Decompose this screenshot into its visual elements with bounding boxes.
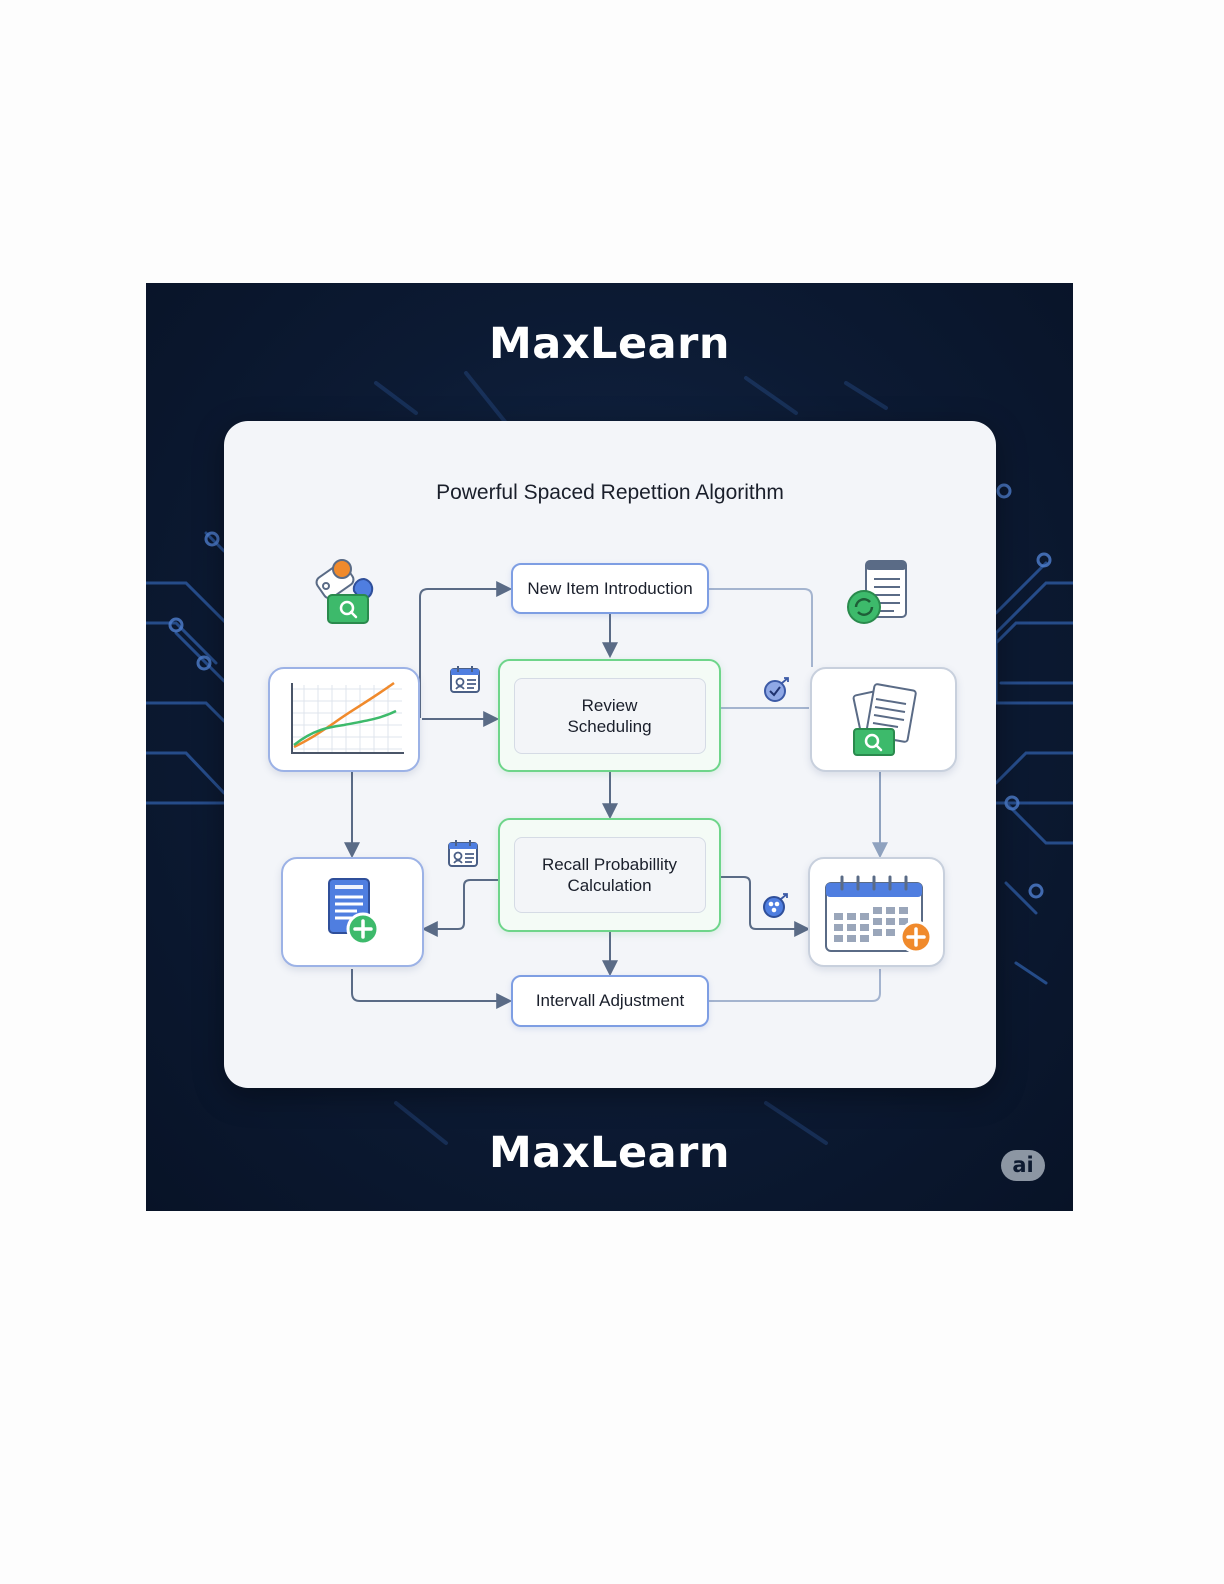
node-new-item-introduction: New Item Introduction bbox=[511, 563, 709, 614]
calendar-card-icon bbox=[447, 839, 479, 869]
node-interval-label: Intervall Adjustment bbox=[536, 991, 684, 1011]
diagram-card: Powerful Spaced Repettion Algorithm bbox=[224, 421, 996, 1088]
calendar-add-icon bbox=[822, 873, 934, 957]
add-document-icon bbox=[325, 877, 383, 947]
node-review-label: Review Scheduling bbox=[514, 678, 706, 754]
network-node-icon bbox=[763, 893, 789, 919]
calendar-card-icon bbox=[449, 665, 481, 695]
stacked-papers-tile bbox=[810, 667, 957, 772]
node-recall-probability: Recall Probabillity Calculation bbox=[498, 818, 721, 932]
node-review-scheduling: Review Scheduling bbox=[498, 659, 721, 772]
node-recall-label: Recall Probabillity Calculation bbox=[514, 837, 706, 913]
check-circle-icon bbox=[764, 677, 790, 703]
add-document-tile bbox=[281, 857, 424, 967]
forgetting-curve-tile bbox=[268, 667, 420, 772]
brand-title-top: MaxLearn bbox=[146, 319, 1073, 369]
ai-badge: ai bbox=[1001, 1150, 1045, 1181]
stacked-papers-search-icon bbox=[850, 683, 920, 757]
calendar-tile bbox=[808, 857, 945, 967]
tags-search-icon bbox=[312, 555, 382, 627]
node-interval-adjustment: Intervall Adjustment bbox=[511, 975, 709, 1027]
forgetting-curve-chart-icon bbox=[284, 679, 406, 761]
checklist-sync-icon bbox=[844, 557, 910, 627]
brand-title-bottom: MaxLearn bbox=[146, 1128, 1073, 1178]
node-new-item-label: New Item Introduction bbox=[527, 579, 692, 599]
poster: MaxLearn Powerful Spaced Repettion Algor… bbox=[146, 283, 1073, 1211]
